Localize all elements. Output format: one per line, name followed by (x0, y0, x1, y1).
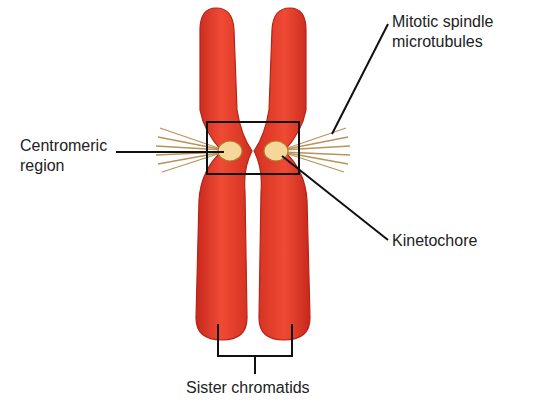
bracket (218, 324, 292, 356)
microtubule (282, 146, 350, 150)
leader-lines (116, 24, 388, 374)
spindle-microtubules (156, 128, 350, 172)
structure-label: Kinetochore (392, 231, 522, 251)
bracket-label: Sister chromatids (186, 378, 336, 398)
leader-line (116, 151, 224, 153)
microtubule (156, 146, 224, 150)
leader-line (282, 156, 388, 240)
structure-label: Centromeric region (20, 136, 120, 176)
centromere-frame (207, 122, 299, 174)
structure-label: Mitotic spindle microtubules (392, 12, 520, 52)
bracket-stem (254, 356, 256, 374)
leader-line (332, 24, 388, 134)
